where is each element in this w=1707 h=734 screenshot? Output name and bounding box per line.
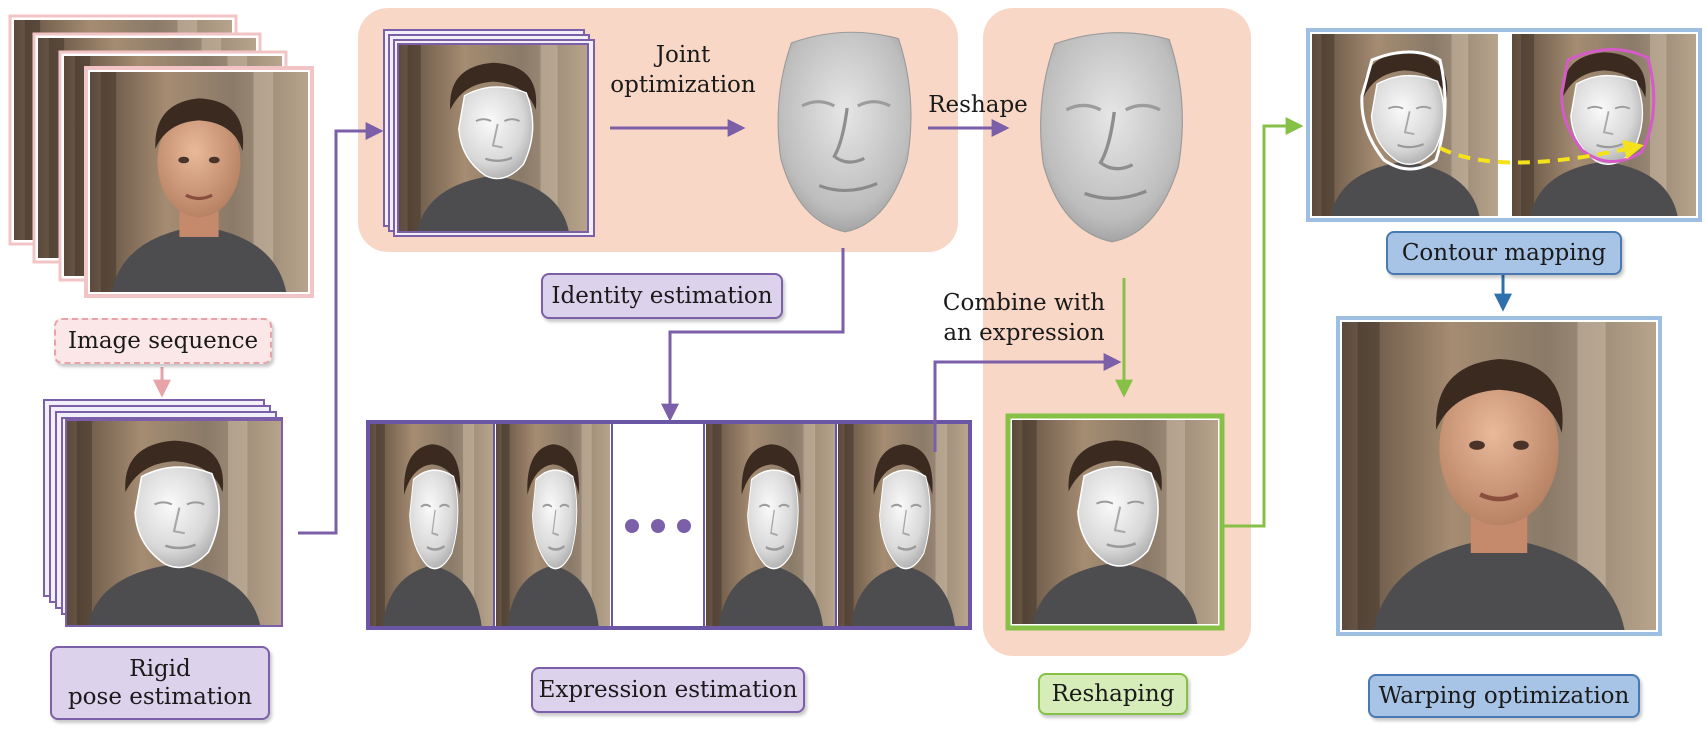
arrow-rigid-to-identity	[298, 122, 384, 535]
reshaping-result	[1005, 413, 1225, 631]
expression-strip	[366, 420, 972, 630]
expression-estimation-label: Expression estimation	[531, 667, 805, 713]
contour-mapping-panel	[1306, 28, 1702, 222]
contour-mapping-label: Contour mapping	[1386, 231, 1622, 275]
arrow-identity-to-expression	[661, 248, 845, 422]
reshaping-label: Reshaping	[1038, 673, 1188, 715]
arrow-reshaping-to-contour	[1224, 117, 1304, 528]
warping-optimization-label: Warping optimization	[1368, 674, 1640, 718]
image-sequence-stack	[8, 14, 314, 298]
rigid-pose-stack	[43, 399, 283, 627]
identity-estimation-label: Identity estimation	[541, 273, 783, 319]
reshape-text: Reshape	[928, 92, 1028, 118]
arrow-expression-to-reshaping	[933, 353, 1122, 452]
joint-optimization-text: Joint optimization	[610, 42, 756, 98]
rigid-pose-label: Rigid pose estimation	[50, 646, 270, 720]
contour-correspondence-arrow	[1439, 139, 1644, 165]
identity-input-stack	[383, 29, 595, 237]
combine-text: Combine with an expression	[942, 290, 1106, 346]
image-sequence-label: Image sequence	[54, 318, 272, 364]
warping-result	[1336, 316, 1662, 636]
